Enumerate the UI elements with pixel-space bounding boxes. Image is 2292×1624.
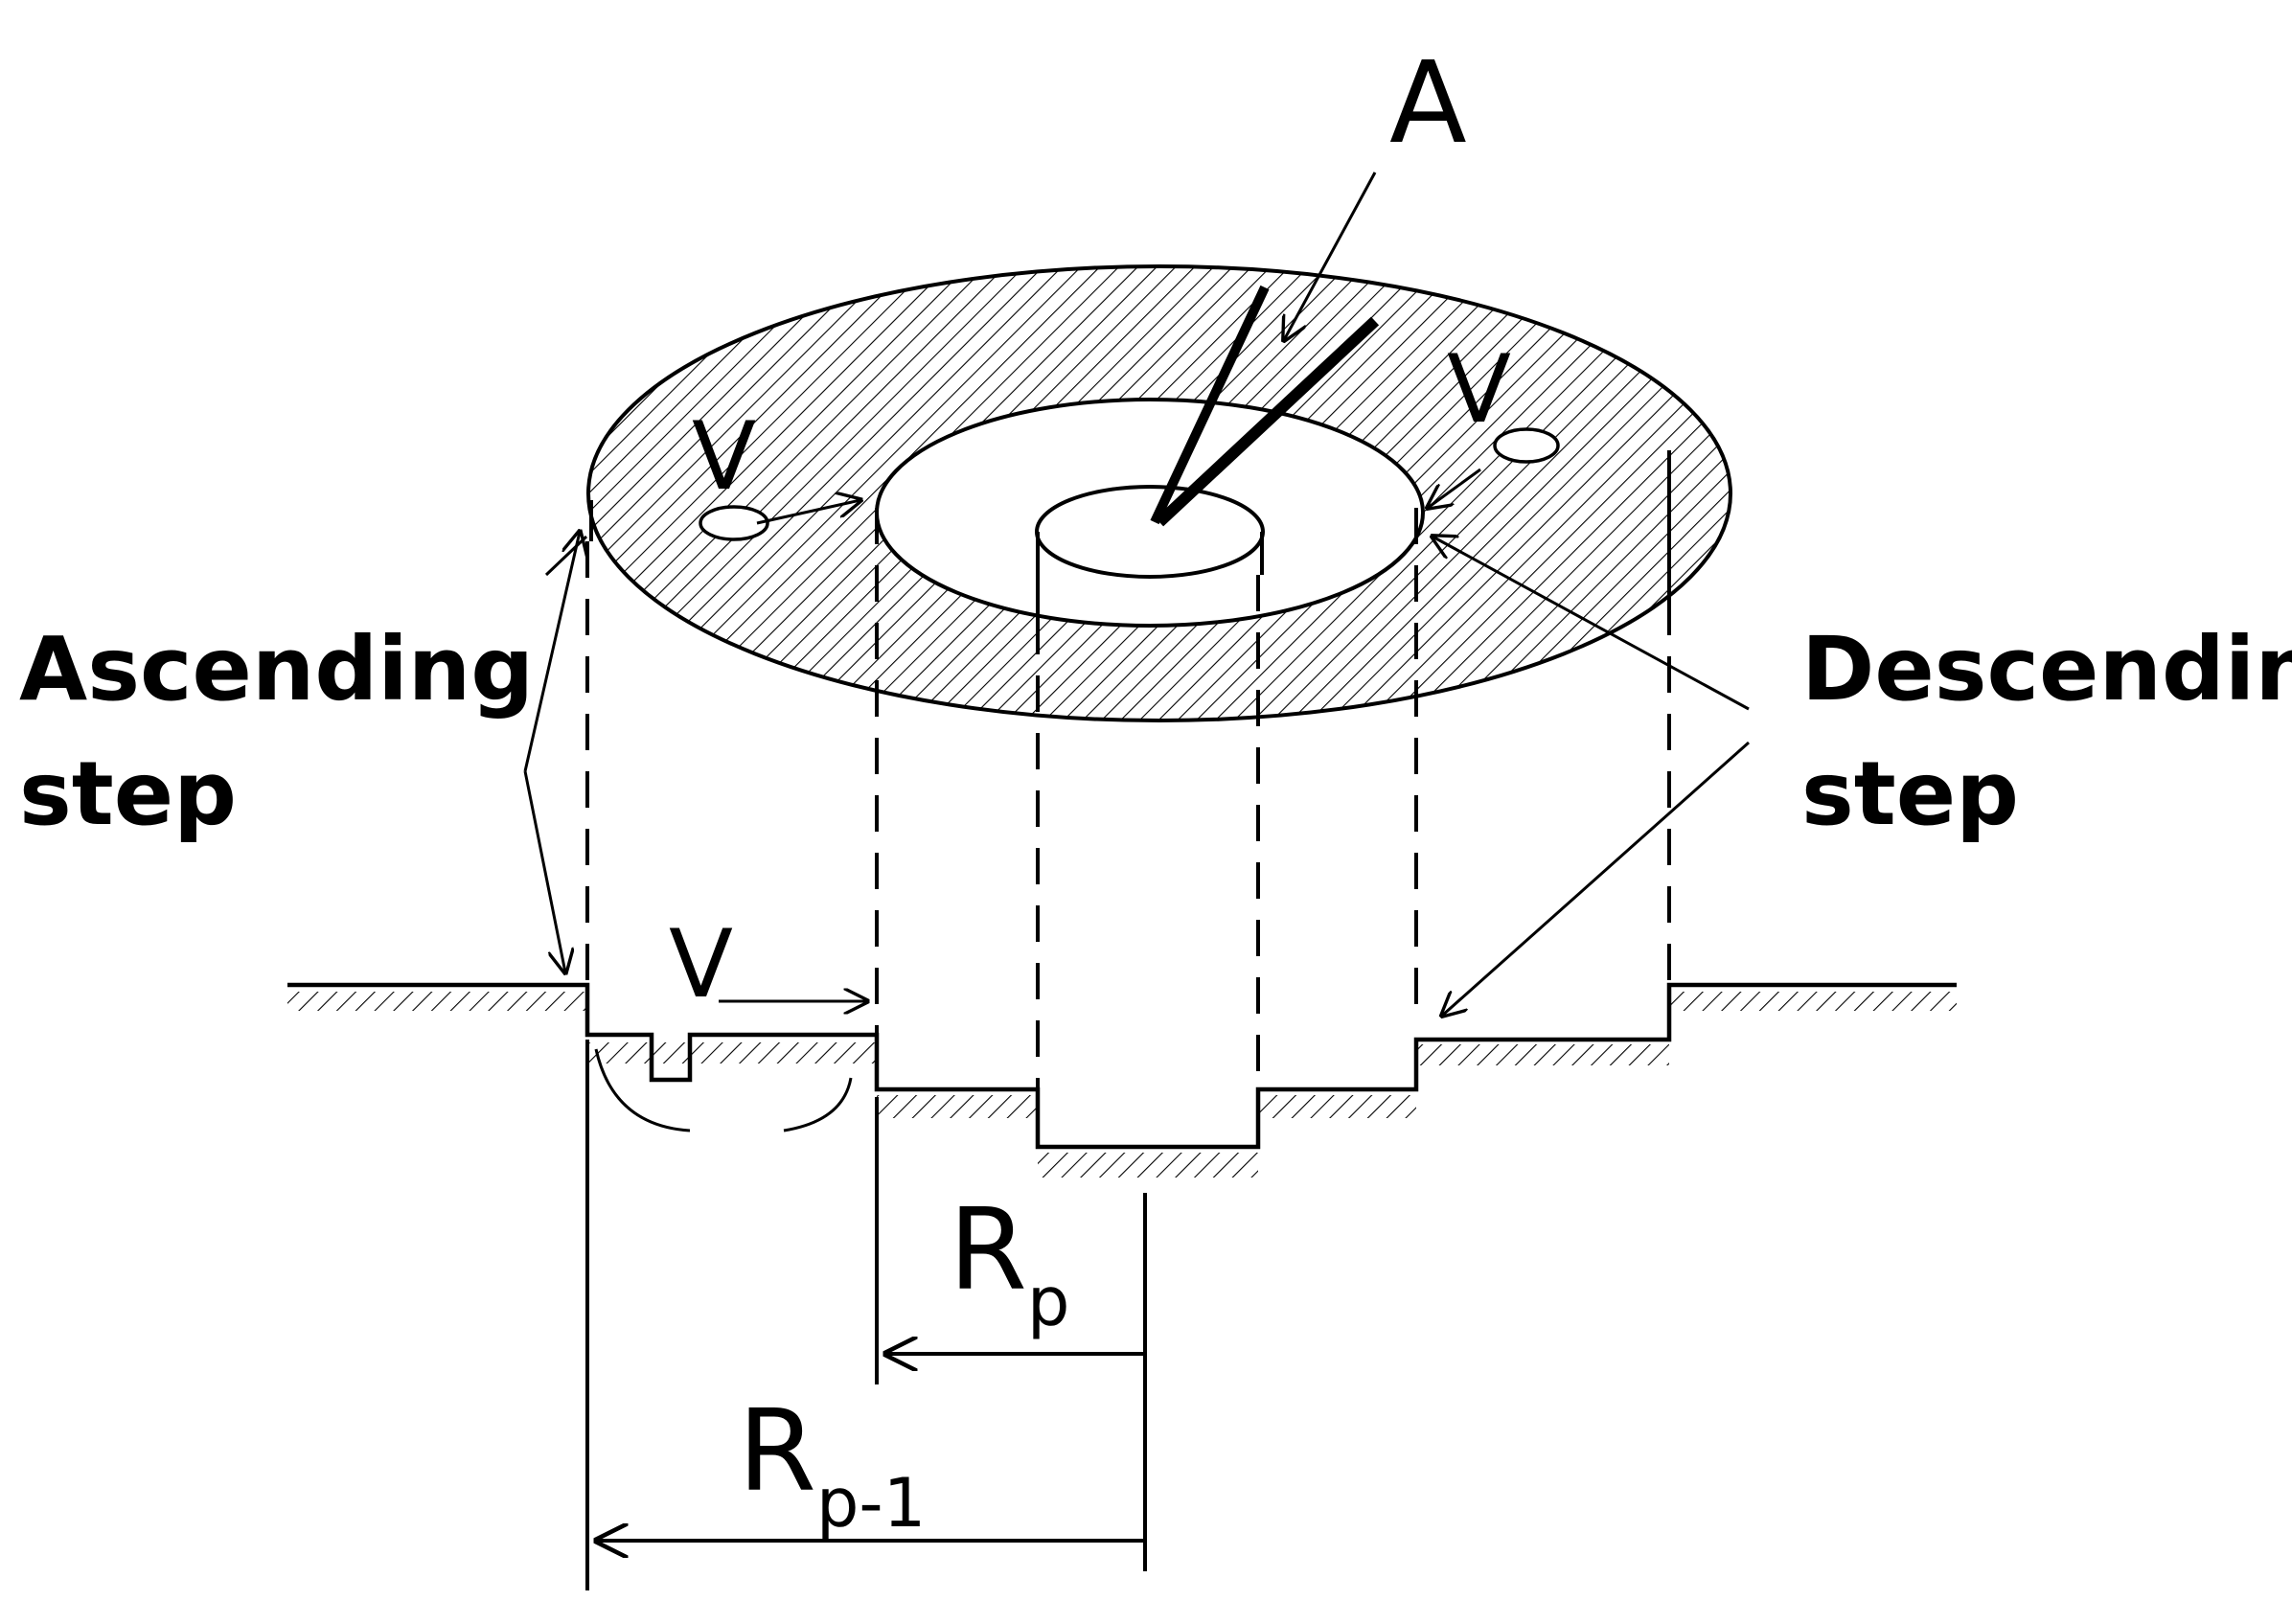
pointers xyxy=(523,172,1750,1016)
label-v-right: V xyxy=(1447,335,1511,445)
dimensions xyxy=(585,1040,1147,1590)
disc-top xyxy=(586,264,1732,722)
label-v-bottom: V xyxy=(669,910,733,1019)
label-a: A xyxy=(1389,36,1467,169)
needle-a xyxy=(1155,316,1380,527)
void-right xyxy=(1493,427,1560,464)
label-v-left: V xyxy=(692,402,756,512)
arrow-a xyxy=(1284,172,1377,340)
label-rp-1: Rp-1 xyxy=(738,1384,926,1543)
label-descending-step: step xyxy=(1801,743,2019,845)
void-left xyxy=(699,505,769,541)
label-rp: Rp xyxy=(949,1183,1069,1341)
profile-hatching xyxy=(287,992,1957,1178)
asc-arrow-bottom xyxy=(523,770,565,972)
desc-arrow-bottom xyxy=(1442,741,1750,1016)
desc-arrow-top xyxy=(1432,537,1750,711)
outer-rim xyxy=(586,264,1732,722)
arc-right xyxy=(783,1077,853,1132)
needle-a-2 xyxy=(1150,285,1270,525)
cross-section xyxy=(287,982,1957,1178)
arc-left xyxy=(594,1048,691,1132)
label-descending: Descending xyxy=(1801,618,2292,721)
asc-pointer-top xyxy=(544,535,588,577)
disc-sides xyxy=(589,450,1671,618)
arrow-v-right xyxy=(1428,468,1481,508)
arrow-v-left xyxy=(756,500,860,525)
center-hub xyxy=(1035,485,1265,579)
profile-line xyxy=(287,982,1957,1150)
asc-arrow-top xyxy=(523,532,580,772)
label-ascending: Ascending xyxy=(19,618,534,721)
label-ascending-step: step xyxy=(19,743,237,845)
